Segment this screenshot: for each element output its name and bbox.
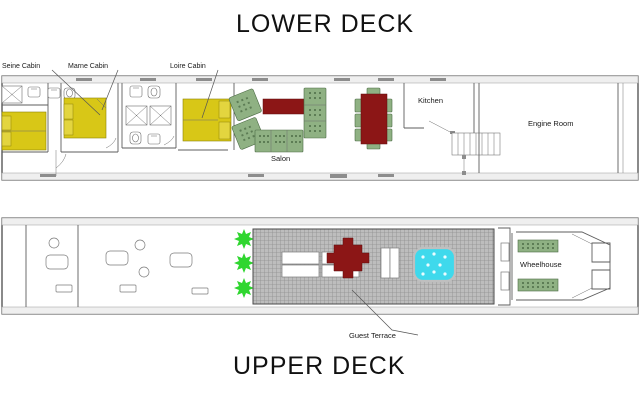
- label-seine-cabin: Seine Cabin: [2, 63, 40, 70]
- label-marne-cabin: Marne Cabin: [68, 63, 108, 70]
- room-seine-cabin[interactable]: [1, 83, 67, 176]
- label-loire-cabin: Loire Cabin: [170, 63, 206, 70]
- label-wheelhouse: Wheelhouse: [520, 260, 562, 269]
- room-engine-room[interactable]: [478, 83, 624, 173]
- terrace-round-table: [326, 237, 370, 279]
- salon-coffee-table: [262, 98, 305, 115]
- dining-table: [360, 93, 388, 145]
- lower-deck-labels: Seine Cabin Marne Cabin Loire Cabin Salo…: [2, 63, 573, 163]
- staircase: [451, 132, 501, 175]
- sun-deck-furniture[interactable]: [45, 237, 209, 295]
- upper-deck-labels: Guest Terrace Wheelhouse: [349, 260, 562, 340]
- guest-terrace[interactable]: [252, 228, 495, 305]
- salon-sofa-right: [303, 87, 327, 139]
- lower-deck-hull: [1, 75, 639, 181]
- label-guest-terrace: Guest Terrace: [349, 331, 396, 340]
- room-marne-cabin[interactable]: [47, 83, 119, 153]
- leader-loire-cabin: [201, 69, 219, 119]
- hot-tub-jets: [421, 252, 447, 276]
- hull-window-marks-top: [76, 78, 446, 81]
- leader-marne-cabin: [101, 69, 119, 111]
- lower-deck-title: LOWER DECK: [236, 10, 415, 38]
- room-wheelhouse[interactable]: [498, 227, 611, 306]
- label-salon: Salon: [271, 154, 290, 163]
- shared-bathroom-block: [121, 83, 177, 149]
- leader-seine-cabin: [51, 69, 101, 116]
- dining-area[interactable]: [354, 87, 393, 150]
- hull-window-marks-bottom: [40, 174, 394, 178]
- room-salon[interactable]: [228, 87, 327, 153]
- salon-sofa: [254, 129, 304, 153]
- label-engine-room: Engine Room: [528, 119, 573, 128]
- terrace-plants: [234, 229, 254, 298]
- upper-deck-title: UPPER DECK: [233, 352, 406, 380]
- room-loire-cabin[interactable]: [178, 83, 235, 151]
- label-kitchen: Kitchen: [418, 96, 443, 105]
- leader-guest-terrace: [351, 289, 419, 336]
- wheelhouse-benches: [517, 239, 559, 292]
